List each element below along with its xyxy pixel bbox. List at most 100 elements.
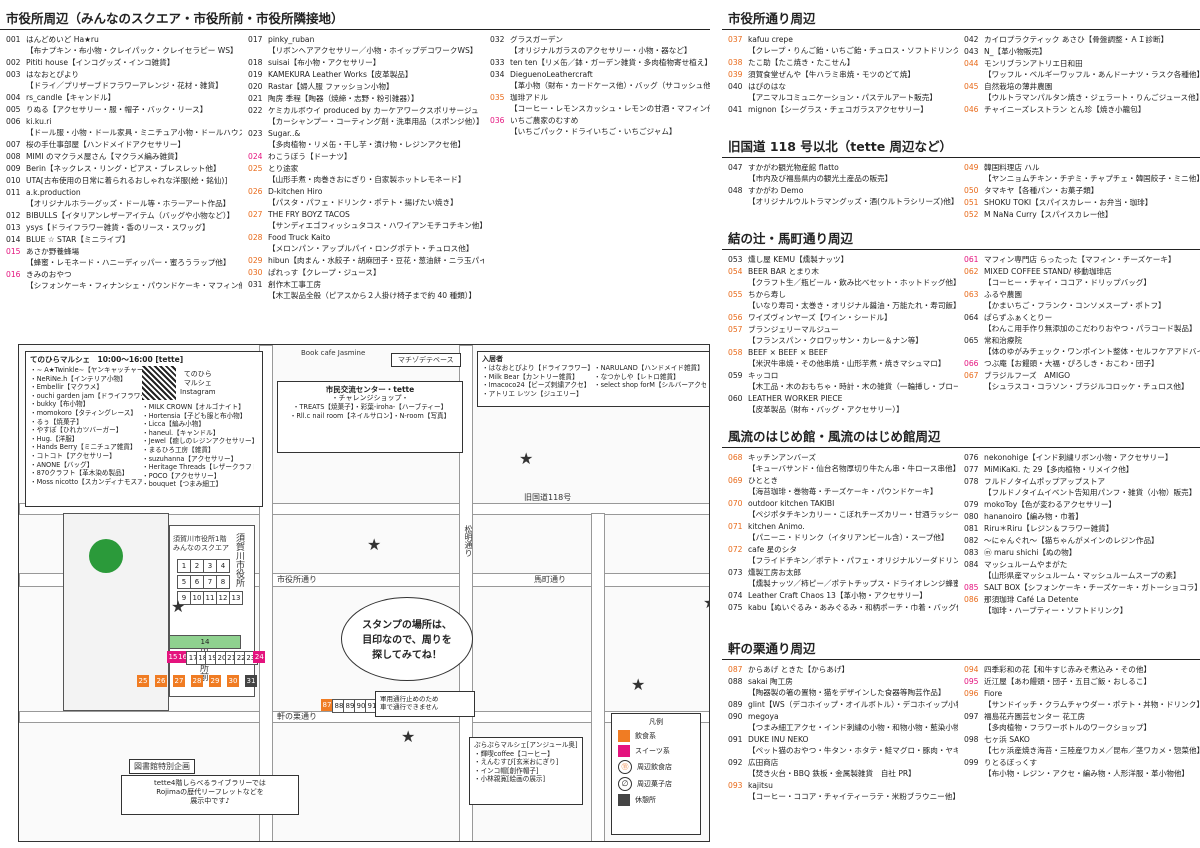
list-item: 053 燻し屋 KEMU【燻製ナッツ】 [728,254,958,265]
entry-name: Pititi house【インコグッズ・インコ雑貨】 [26,58,175,67]
entry-name: 常和治療院 [984,336,1022,345]
entry-name: 韓国料理店 ハル [984,163,1040,172]
booth-marker[interactable]: 26 [155,675,167,687]
booth-marker[interactable]: 2 [190,559,204,573]
stamp-line-2: 目印なので、周りを [362,635,452,646]
legend-food-swatch [618,730,630,742]
entry-number: 078 [964,477,979,486]
entry-number: 014 [6,235,21,244]
entry-number: 053 [728,255,743,264]
map-list-item: ・えんむすび[玄米おにぎり] [474,758,559,767]
entry-number: 065 [964,336,979,345]
booth-marker[interactable]: 13 [229,591,243,605]
entry-number: 074 [728,591,743,600]
section-title-yui-no-tsuji: 結の辻・馬町通り周辺 [722,226,1200,250]
booth-marker[interactable]: 3 [203,559,217,573]
entry-name: ひととき [748,476,779,485]
stamp-line-1: スタンプの場所は、 [362,620,452,631]
booth-marker[interactable]: 29 [209,675,221,687]
entry-name: outdoor kitchen TAKIBI [748,499,835,508]
area-map[interactable]: 旧国道118号 市役所通り 軒の栗通り 馬町通り 松明通り てのひらマルシェ 1… [18,344,710,842]
booth-marker[interactable]: 10 [190,591,204,605]
booth-marker[interactable]: 27 [173,675,185,687]
map-list-item: ・ouchi garden jam【ドライフラワー】 [30,391,142,400]
booth-marker[interactable]: 24 [253,651,266,663]
booth-marker[interactable]: 15 [167,651,179,663]
booth-marker[interactable]: 11 [203,591,217,605]
entry-description: 【シュラスコ・コラソン・ブラジルコロッケ・チュロス他】 [984,382,1189,391]
booth-marker[interactable]: 5 [177,575,191,589]
section-title-furyu: 風流のはじめ館・風流のはじめ館周辺 [722,424,1200,448]
entry-description: 【革小物（財布・カードケース他）・バッグ（サコッシュ他）】 [510,81,710,90]
entry-number: 098 [964,735,979,744]
booth-marker[interactable]: 88 [332,699,346,713]
entry-description: 【皮革製品（財布・バッグ・アクセサリー）】 [748,405,904,414]
booth-marker[interactable]: 6 [190,575,204,589]
booth-marker[interactable]: 4 [216,559,230,573]
entry-description: 【ヤンニョムチキン・チヂミ・チャプチェ・韓国餃子・ミニ他】 [984,174,1200,183]
entry-name: Berin【ネックレス・リング・ピアス・ブレスレット他】 [26,164,221,173]
tette-center-box: 市民交流センター・tette ・チャレンジショップ・ ・TREATS【焼菓子】・… [277,381,463,453]
entry-name: りぬる【アクセサリー・服・帽子・バック・リース】 [26,105,208,114]
booth-marker[interactable]: 31 [245,675,257,687]
center-title: 市民交流センター・tette [325,385,415,394]
entry-number: 006 [6,117,21,126]
entry-description: 【ドール服・小物・ドール家具・ミニチュア小物・ドールハウス】 [26,128,242,137]
entry-number: 054 [728,267,743,276]
booth-marker[interactable]: 7 [203,575,217,589]
entry-description: 【蜂蜜・レモネード・ハニーディッパー・蜜ろうラップ他】 [26,258,231,267]
entry-number: 029 [248,256,263,265]
booth-marker[interactable]: 87 [321,699,333,711]
map-list-item: ・コトコト【アクセサリー】 [30,451,116,460]
booth-marker[interactable]: 28 [191,675,203,687]
booth-marker[interactable]: 1 [177,559,191,573]
entry-number: 099 [964,758,979,767]
booth-marker[interactable]: 30 [227,675,239,687]
booth-marker[interactable]: 8 [216,575,230,589]
map-list-item: ぷらぷらマルシェ[アンジュール奥] [474,741,578,749]
booth-marker[interactable]: 12 [216,591,230,605]
entry-number: 073 [728,568,743,577]
booth-marker[interactable]: 16 [176,651,189,663]
entry-name: THE FRY BOYZ TACOS [268,210,350,219]
entry-number: 072 [728,545,743,554]
entry-number: 045 [964,82,979,91]
entry-name: kabu【ぬいぐるみ・あみぐるみ・和柄ポーチ・巾着・バッグ他】 [748,603,958,612]
entry-name: 燻し屋 KEMU【燻製ナッツ】 [748,255,849,264]
qr-code-icon[interactable] [142,366,176,400]
marche-title: てのひらマルシェ 10:00〜16:00 [tette] [30,355,184,364]
entry-number: 061 [964,255,979,264]
booth-marker[interactable]: 25 [137,675,149,687]
entry-name: BEEF × BEEF × BEEF [748,348,828,357]
entry-description: 【山形手煮・肉巻きおにぎり・自家製ホットレモネード】 [268,175,466,184]
entry-number: 002 [6,58,21,67]
booth-marker[interactable]: 14 [169,635,241,649]
entry-number: 089 [728,700,743,709]
entry-description: 【市内及び福島県内の観光土産品の販売】 [748,174,893,183]
stamp-line-3: 探してみてね！ [372,650,442,661]
